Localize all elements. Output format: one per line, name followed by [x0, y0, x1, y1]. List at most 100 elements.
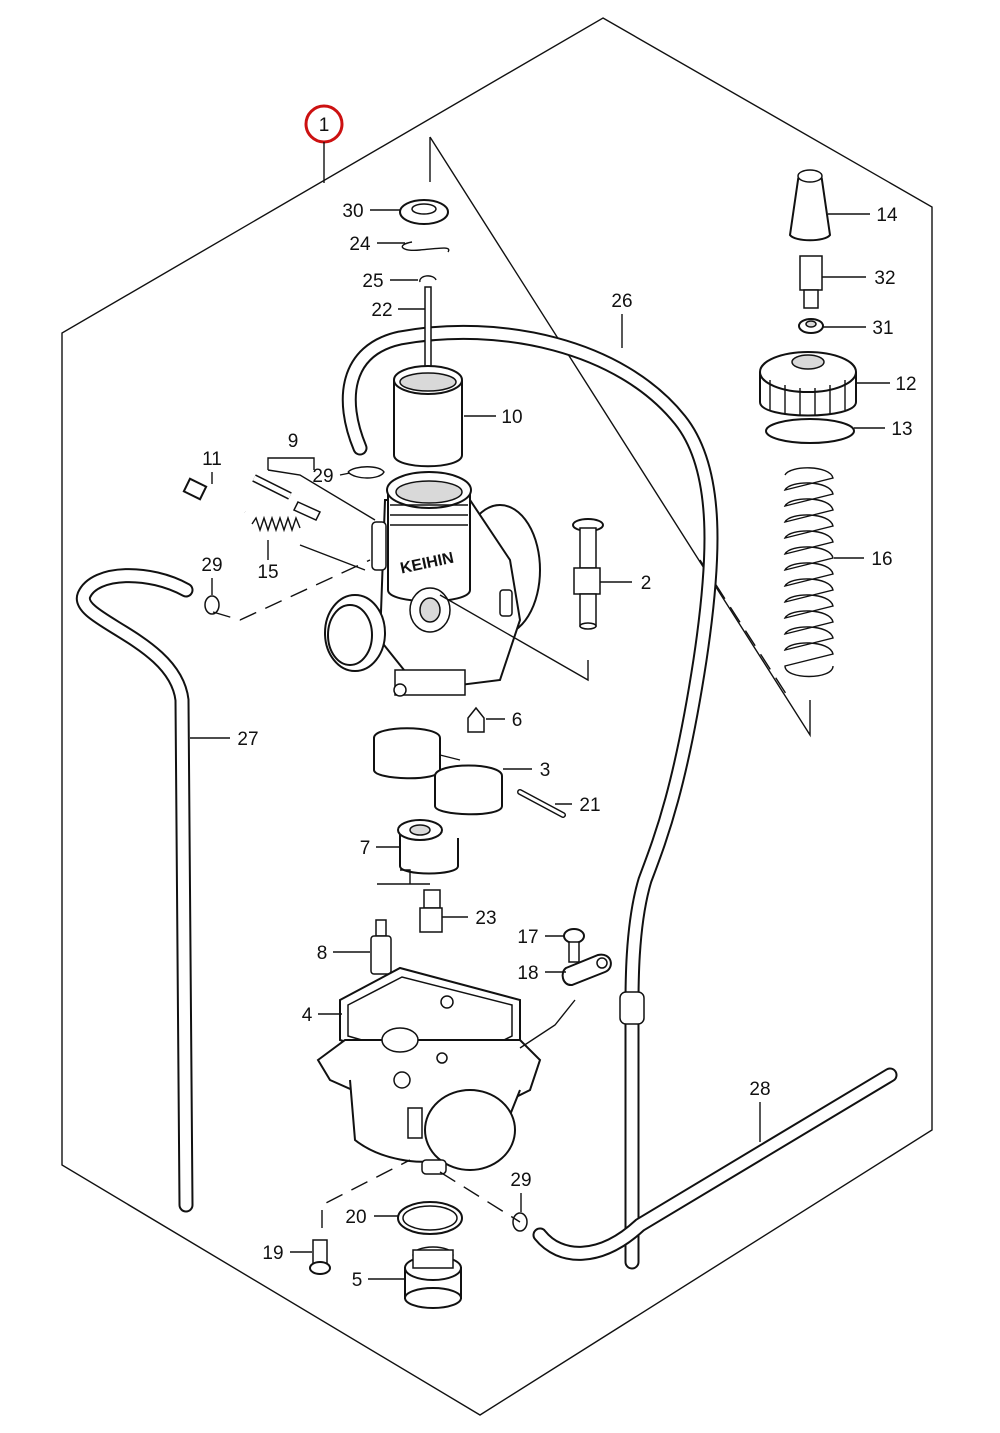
callout-29b[interactable]: 29	[201, 555, 223, 595]
svg-text:27: 27	[237, 729, 258, 750]
svg-text:5: 5	[352, 1270, 363, 1291]
callout-19[interactable]: 19	[262, 1243, 312, 1264]
callout-24[interactable]: 24	[349, 234, 405, 255]
svg-text:24: 24	[349, 234, 371, 255]
vent-hose-26	[341, 324, 719, 1270]
hose-clamp-29b	[204, 595, 220, 615]
callout-17[interactable]: 17	[517, 927, 564, 948]
callout-6[interactable]: 6	[486, 710, 522, 731]
callout-13[interactable]: 13	[854, 419, 913, 440]
svg-text:2: 2	[641, 573, 652, 594]
svg-text:28: 28	[749, 1079, 770, 1100]
carburetor-body: KEIHIN	[324, 471, 541, 697]
callout-2[interactable]: 2	[600, 573, 651, 594]
callout-28[interactable]: 28	[749, 1079, 771, 1142]
svg-text:26: 26	[611, 291, 632, 312]
svg-text:21: 21	[579, 795, 600, 816]
screw-19	[309, 1239, 331, 1275]
svg-text:25: 25	[362, 271, 383, 292]
svg-text:4: 4	[302, 1005, 313, 1026]
callout-22[interactable]: 22	[371, 300, 425, 321]
cable-adjuster-32	[799, 255, 823, 309]
svg-text:30: 30	[342, 201, 363, 222]
needle-valve-6	[467, 706, 485, 733]
svg-text:9: 9	[288, 431, 299, 452]
svg-text:7: 7	[360, 838, 371, 859]
svg-text:12: 12	[895, 374, 916, 395]
callout-32[interactable]: 32	[822, 268, 896, 289]
throttle-stop-screw-2	[572, 518, 604, 630]
pilot-jet-23	[419, 889, 443, 933]
svg-text:10: 10	[501, 407, 522, 428]
idle-screw-11	[182, 477, 247, 515]
svg-text:8: 8	[317, 943, 328, 964]
vent-hose-27	[76, 568, 194, 1213]
callout-26[interactable]: 26	[611, 291, 633, 348]
callout-5[interactable]: 5	[352, 1270, 404, 1291]
callout-10[interactable]: 10	[464, 407, 523, 428]
callout-7[interactable]: 7	[360, 838, 400, 859]
washer-30	[399, 199, 449, 225]
o-ring-20	[397, 1201, 463, 1235]
svg-text:32: 32	[874, 268, 895, 289]
drain-plug-5	[404, 1246, 462, 1309]
callout-29a[interactable]: 29	[312, 466, 351, 487]
drain-hose-28	[532, 1067, 898, 1261]
callout-16[interactable]: 16	[834, 549, 893, 570]
svg-text:17: 17	[517, 927, 538, 948]
callout-12[interactable]: 12	[856, 374, 917, 395]
assembly-frame	[61, 17, 933, 1416]
callout-11[interactable]: 11	[202, 449, 222, 484]
needle-clip-24	[401, 241, 450, 253]
callout-9[interactable]: 9	[267, 431, 315, 470]
spring-15	[251, 515, 301, 533]
main-jet-8	[370, 919, 392, 975]
svg-text:19: 19	[262, 1243, 283, 1264]
cable-boot-14	[788, 169, 832, 242]
needle-jet-holder-7	[397, 819, 459, 875]
callout-1[interactable]: 1	[304, 104, 344, 183]
svg-text:11: 11	[202, 449, 222, 470]
svg-text:31: 31	[872, 318, 893, 339]
callout-18[interactable]: 18	[517, 963, 566, 984]
air-screw-9	[252, 474, 322, 521]
svg-text:15: 15	[257, 562, 278, 583]
callout-8[interactable]: 8	[317, 943, 370, 964]
float-bowl	[316, 966, 542, 1175]
throttle-valve-spring-16	[783, 467, 834, 678]
svg-text:23: 23	[475, 908, 496, 929]
svg-text:20: 20	[345, 1207, 366, 1228]
callout-1-label: 1	[319, 115, 330, 136]
callout-20[interactable]: 20	[345, 1207, 398, 1228]
callout-14[interactable]: 14	[828, 205, 898, 226]
svg-text:16: 16	[871, 549, 892, 570]
svg-text:29: 29	[510, 1170, 531, 1191]
svg-text:3: 3	[540, 760, 551, 781]
svg-text:22: 22	[371, 300, 392, 321]
callout-29c[interactable]: 29	[510, 1170, 532, 1212]
carburetor-cap-12	[759, 351, 857, 417]
nut-31	[798, 318, 824, 334]
callout-15[interactable]: 15	[257, 540, 279, 583]
callout-30[interactable]: 30	[342, 201, 400, 222]
callout-23[interactable]: 23	[442, 908, 497, 929]
svg-text:13: 13	[891, 419, 912, 440]
screw-17	[563, 928, 585, 963]
callout-25[interactable]: 25	[362, 271, 418, 292]
float-3	[373, 727, 503, 816]
clamp-18	[561, 953, 612, 986]
callout-4[interactable]: 4	[302, 1005, 342, 1026]
svg-text:6: 6	[512, 710, 523, 731]
guide-line-diagonal	[429, 136, 811, 738]
svg-text:14: 14	[876, 205, 898, 226]
callout-3[interactable]: 3	[503, 760, 550, 781]
throttle-valve-10	[393, 365, 463, 468]
callout-31[interactable]: 31	[823, 318, 894, 339]
e-ring-25	[419, 275, 437, 283]
svg-text:29: 29	[201, 555, 222, 576]
callout-27[interactable]: 27	[190, 729, 259, 750]
svg-text:18: 18	[517, 963, 538, 984]
callout-21[interactable]: 21	[555, 795, 601, 816]
svg-text:29: 29	[312, 466, 333, 487]
